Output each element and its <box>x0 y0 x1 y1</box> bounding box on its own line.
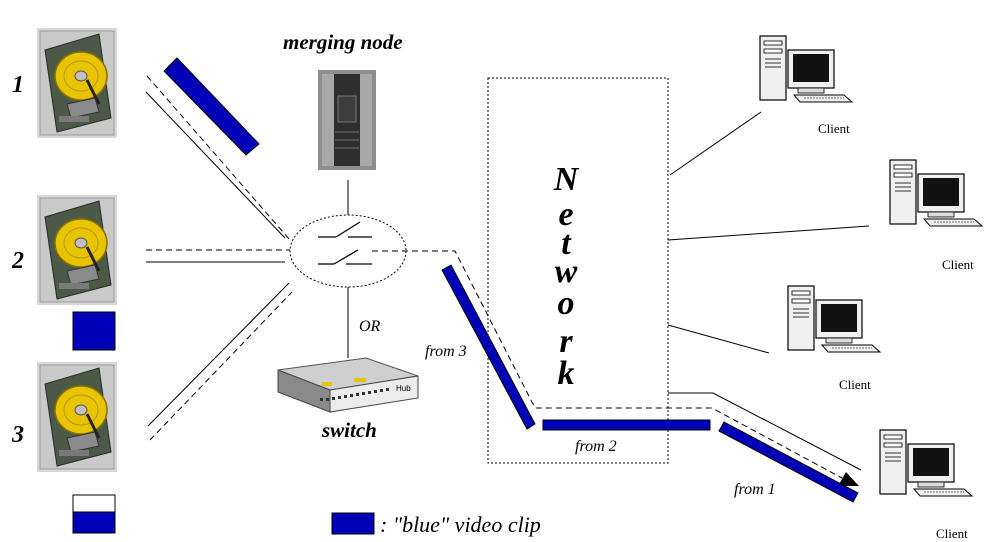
clip-segment-from-1 <box>718 421 859 503</box>
disk-1-label: 1 <box>12 72 24 98</box>
hub-switch-icon <box>277 357 419 413</box>
flow-3 <box>149 291 293 441</box>
clip-block-1 <box>163 57 260 156</box>
from-3-label: from 3 <box>425 343 467 360</box>
client-1-label: Client <box>818 121 850 136</box>
client-3-label: Client <box>839 377 871 392</box>
link-3 <box>147 282 290 427</box>
switch-symbol <box>318 221 372 265</box>
link-client-4 <box>668 392 862 471</box>
disk-2-label: 2 <box>12 248 24 274</box>
link-client-1 <box>669 111 762 176</box>
disk-3-icon <box>35 360 119 474</box>
buffer-block-3-fill <box>72 511 116 534</box>
clip-block-2 <box>72 311 116 351</box>
client-4-icon <box>879 429 973 497</box>
disk-3-label: 3 <box>12 422 24 448</box>
from-1-label: from 1 <box>734 481 776 498</box>
disk-2-icon <box>35 193 119 307</box>
link-client-2 <box>667 225 870 241</box>
from-2-label: from 2 <box>575 438 617 455</box>
link-1 <box>145 91 286 239</box>
hub-device-label: Hub <box>396 384 411 393</box>
client-2-icon <box>889 159 983 227</box>
clip-segment-from-3 <box>441 264 536 430</box>
merging-node-label: merging node <box>283 30 403 54</box>
legend-swatch <box>331 512 375 535</box>
disk-1-icon <box>35 26 119 140</box>
client-4-label: Client <box>936 526 968 541</box>
link-client-3 <box>667 324 770 354</box>
client-3-icon <box>787 285 881 353</box>
or-label: OR <box>359 318 381 335</box>
flow-1 <box>146 75 291 241</box>
client-1-icon <box>759 35 853 103</box>
client-2-label: Client <box>942 257 974 272</box>
legend-text: : "blue" video clip <box>380 512 541 537</box>
network-box <box>487 77 669 464</box>
switch-label: switch <box>322 418 377 442</box>
flow-route <box>372 250 843 479</box>
switch-zone <box>289 214 407 288</box>
server-tower-icon <box>318 70 376 170</box>
flow-arrowhead <box>838 472 859 486</box>
clip-segment-from-2 <box>542 419 711 431</box>
